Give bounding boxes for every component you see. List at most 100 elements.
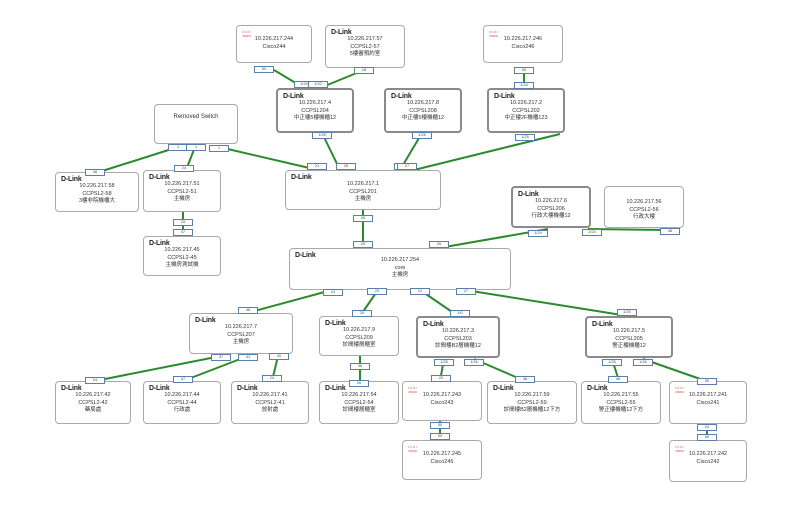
node-ip: 10.226.217.245 — [422, 451, 462, 457]
link-d2-d1[interactable] — [413, 133, 561, 171]
dlink-logo: D-Link — [291, 174, 312, 181]
port-label: 23 — [367, 287, 387, 295]
port-label: 21 — [410, 287, 430, 295]
link-removed-d1[interactable] — [218, 146, 319, 171]
port-label: 1/26 — [464, 358, 484, 366]
port-label: 48 — [660, 227, 680, 235]
port-label: 1/20 — [308, 80, 328, 88]
node-location: 放射處 — [261, 407, 279, 413]
node-hostname: CCPSL2-41 — [255, 399, 285, 406]
link-d7-d44[interactable] — [182, 355, 249, 382]
node-hostname: CCPSL203 — [444, 335, 472, 342]
port-label: 50 — [254, 65, 274, 73]
port-label: 47 — [173, 228, 193, 236]
port-label: 24 — [323, 288, 343, 296]
port-label: 37 — [211, 353, 231, 361]
node-hostname: CCPSL201 — [349, 188, 377, 195]
port-label: 20 — [352, 309, 372, 317]
link-removed-d58[interactable] — [98, 146, 179, 173]
port-label: 28 — [354, 66, 374, 74]
node-location: 行政大樓 — [632, 214, 655, 220]
link-d7-d42[interactable] — [94, 355, 222, 382]
port-label: 36 — [350, 362, 370, 370]
port-label: 1/0 — [450, 309, 470, 317]
port-label: 41 — [238, 353, 258, 361]
cisco-logo-text: cisco — [408, 449, 417, 453]
dlink-logo: D-Link — [325, 320, 346, 327]
node-removed[interactable]: Removed Switch — [154, 104, 238, 144]
node-hostname: Cisco241 — [696, 399, 720, 406]
link-core-d7[interactable] — [246, 289, 333, 314]
dlink-logo: D-Link — [494, 93, 515, 100]
node-ip: 10.226.217.51 — [164, 181, 200, 187]
node-hostname: CCPSL2-44 — [167, 399, 197, 406]
node-ip: 10.226.217.57 — [347, 36, 383, 42]
link-d5-cisco241[interactable] — [642, 358, 707, 382]
node-ip: 10.226.217.9 — [342, 327, 376, 333]
node-ip: 10.226.217.58 — [79, 183, 115, 189]
node-hostname: CCPSL208 — [409, 107, 437, 114]
port-label: 1/25 — [515, 133, 535, 141]
node-hostname: CCPSL2-51 — [167, 188, 197, 195]
cisco-logo-text: cisco — [675, 449, 684, 453]
port-label: 24 — [697, 423, 717, 431]
node-ip: 10.226.217.254 — [380, 257, 420, 263]
node-ip: 10.226.217.59 — [514, 392, 550, 398]
port-label: 1/25 — [434, 358, 454, 366]
node-location: 警正樓機櫃12 — [612, 343, 646, 349]
dlink-logo: D-Link — [237, 385, 258, 392]
port-label: 50 — [697, 377, 717, 385]
node-location: 主機房測試機 — [165, 262, 199, 268]
dlink-logo: D-Link — [493, 385, 514, 392]
node-ip: 10.226.217.8 — [406, 100, 440, 106]
node-ip: 10.226.217.243 — [422, 392, 462, 398]
port-label: 1 — [168, 143, 188, 151]
node-location: 主機房 — [391, 272, 409, 278]
port-label: 30 — [269, 352, 289, 360]
node-hostname: CCPSL2-54 — [344, 399, 374, 406]
node-ip: 10.226.217.56 — [626, 199, 662, 205]
node-hostname: CCPSL204 — [301, 107, 329, 114]
node-hostname: CCPSL2-42 — [78, 399, 108, 406]
port-label: 27 — [397, 162, 417, 170]
node-hostname: CCPSL206 — [537, 205, 565, 212]
link-core-d5[interactable] — [464, 289, 629, 317]
node-location: 主機房 — [173, 196, 191, 202]
node-ip: 10.226.217.5 — [612, 328, 646, 334]
dlink-logo: D-Link — [61, 176, 82, 183]
port-label: 2/24 — [582, 228, 602, 236]
dlink-logo: D-Link — [149, 174, 170, 181]
dlink-logo: D-Link — [518, 191, 539, 198]
node-hostname: CCPSL2-55 — [606, 399, 636, 406]
